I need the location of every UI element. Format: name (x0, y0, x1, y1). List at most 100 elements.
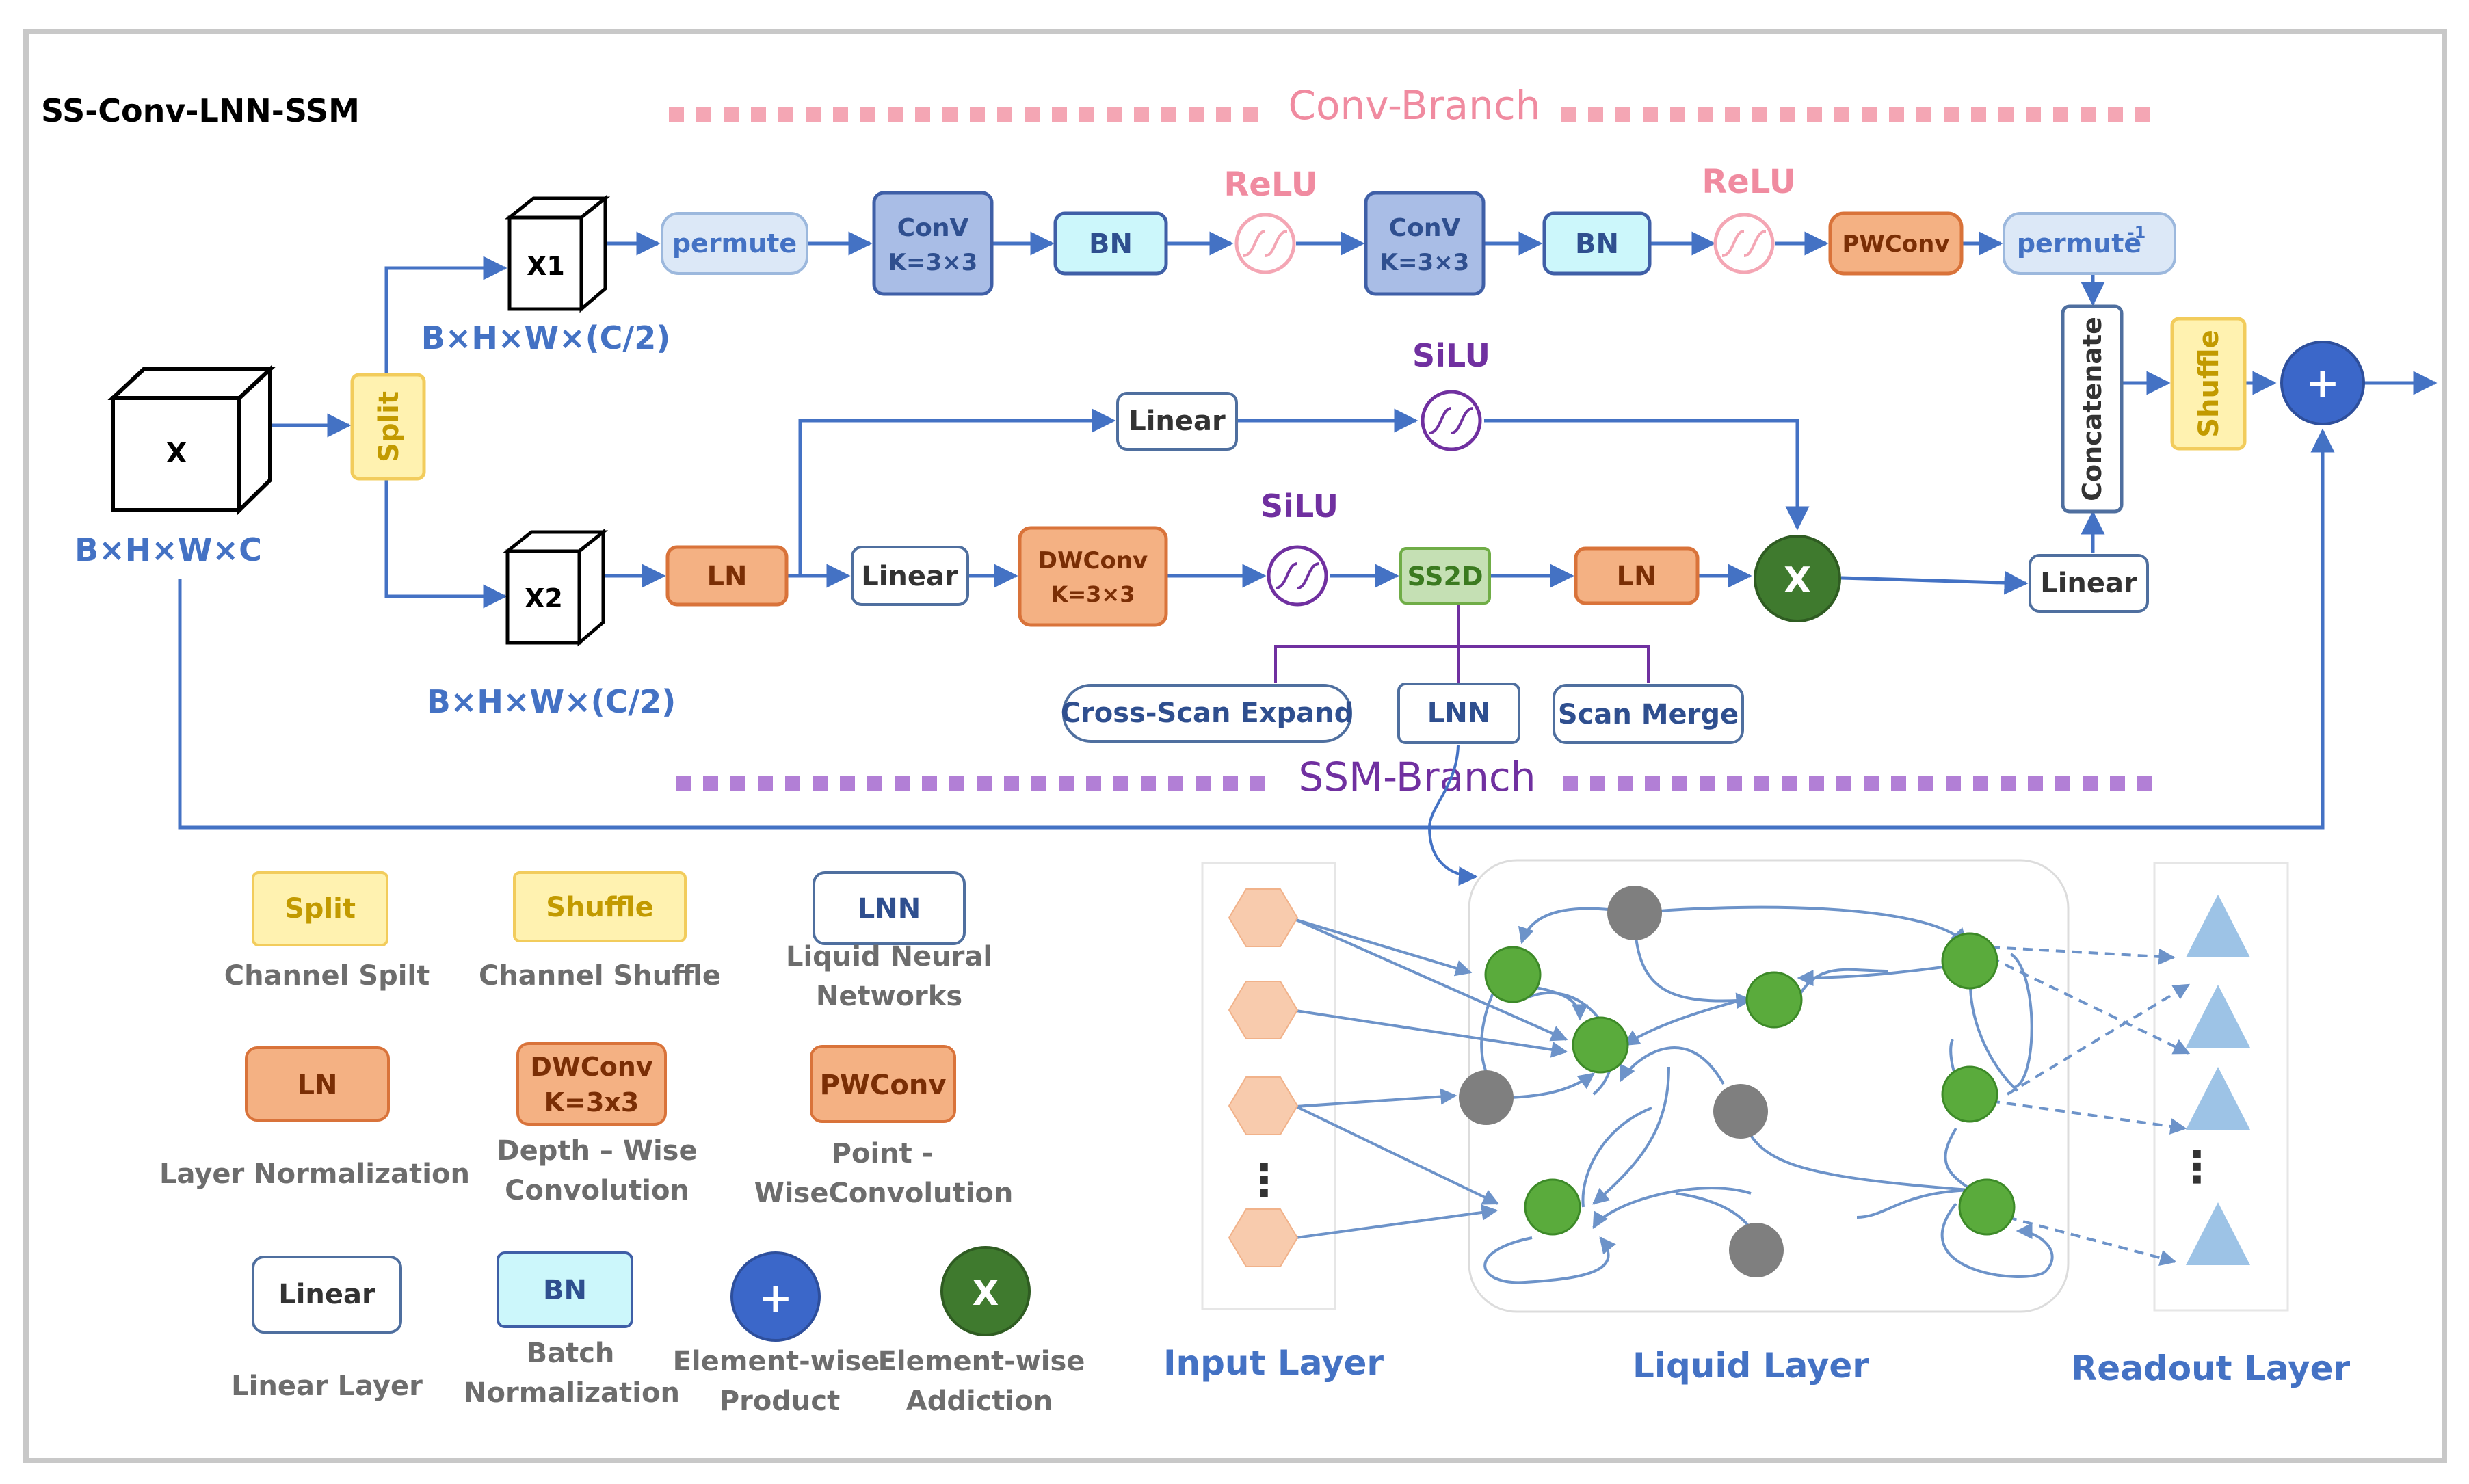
liquid-node-gray-3 (1713, 1084, 1768, 1139)
silu-top-icon (1421, 390, 1482, 451)
svg-text:permute: permute (672, 228, 797, 259)
svg-text:Shuffle: Shuffle (546, 892, 654, 923)
scan-merge-block: Scan Merge (1553, 684, 1744, 744)
ln2-block: LN (1574, 546, 1700, 605)
svg-text:Depth – Wise: Depth – Wise (497, 1135, 697, 1167)
svg-text:Linear: Linear (861, 561, 958, 592)
input-ellipsis: ⋮ (1242, 1156, 1286, 1206)
liquid-node-gray-2 (1459, 1070, 1514, 1125)
liquid-node-green-5 (1941, 1065, 1998, 1123)
svg-text:+: + (758, 1274, 793, 1322)
svg-text:BN: BN (543, 1275, 587, 1306)
svg-text:Scan Merge: Scan Merge (1558, 699, 1739, 730)
x1-dims: B×H×W×(C/2) (421, 319, 671, 356)
svg-text:ReLU: ReLU (1224, 165, 1317, 204)
permute-block: permute (661, 212, 808, 275)
ln1-block: LN (665, 545, 789, 607)
legend-dwconv: DWConv K=3x3 Depth – Wise Convolution (497, 1042, 698, 1206)
svg-text:+: + (2306, 359, 2340, 407)
relu2-icon (1713, 213, 1775, 274)
svg-text:K=3x3: K=3x3 (544, 1087, 639, 1117)
conv2-block: ConV K=3×3 (1364, 191, 1486, 296)
svg-text:DWConv: DWConv (530, 1052, 653, 1082)
svg-text:LNN: LNN (1427, 698, 1490, 729)
svg-text:permute: permute (2017, 228, 2141, 259)
svg-text:Element-wise: Element-wise (673, 1346, 880, 1377)
legend-shuffle: Shuffle Channel Shuffle (479, 871, 721, 992)
concatenate-block: Concatenate (2061, 304, 2124, 514)
svg-text:X: X (973, 1273, 999, 1313)
readout-node-3 (2186, 1067, 2250, 1130)
svg-text:Linear: Linear (2040, 568, 2137, 599)
lnn-to-liquid-arrow (1427, 745, 1478, 886)
svg-text:Normalization: Normalization (464, 1377, 680, 1409)
svg-text:SiLU: SiLU (1260, 488, 1338, 525)
permute-inverse-block: permute -1 (2003, 212, 2176, 275)
legend-lnn: LNN Liquid Neural Networks (786, 871, 992, 1012)
cross-scan-expand-block: Cross-Scan Expand (1061, 684, 1354, 743)
svg-text:LNN: LNN (858, 893, 921, 925)
legend-ln: LN Layer Normalization (159, 1046, 470, 1190)
svg-text:Addiction: Addiction (906, 1386, 1053, 1417)
svg-text:ReLU: ReLU (1702, 163, 1795, 201)
input-node-4 (1228, 1208, 1299, 1267)
silu-mid-activation: SiLU (1260, 488, 1338, 607)
input-node-1 (1228, 888, 1299, 947)
svg-text:Cross-Scan Expand: Cross-Scan Expand (1061, 698, 1354, 729)
diagram-title: SS-Conv-LNN-SSM (41, 92, 360, 129)
x1-label: X1 (527, 251, 565, 281)
dwconv-block: DWConv K=3×3 (1018, 526, 1168, 627)
liquid-node-green-1 (1484, 946, 1542, 1003)
readout-node-4 (2186, 1202, 2250, 1265)
lnn-network: ⋮ ⋮ Input Layer Liquid Layer Readout Lay… (1163, 859, 2351, 1388)
x2-label: X2 (525, 583, 563, 613)
multiply-node: X (1754, 535, 1841, 622)
svg-text:Split: Split (285, 893, 356, 925)
pwconv-block: PWConv (1828, 211, 1964, 276)
ssm-branch-label: SSM-Branch (1298, 754, 1535, 800)
svg-text:ConV: ConV (1389, 214, 1461, 242)
legend-split: Split Channel Spilt (224, 871, 430, 992)
input-layer-label: Input Layer (1163, 1343, 1384, 1383)
readout-layer-panel (2153, 862, 2289, 1312)
svg-text:Concatenate: Concatenate (2077, 317, 2107, 501)
x2-cube: X2 (502, 528, 609, 647)
bn1-block: BN (1053, 211, 1168, 276)
svg-text:LN: LN (1617, 561, 1657, 592)
svg-text:ConV: ConV (897, 214, 969, 242)
svg-text:Convolution: Convolution (505, 1175, 689, 1206)
svg-text:K=3×3: K=3×3 (1380, 249, 1470, 276)
svg-text:PWConv: PWConv (1842, 230, 1949, 258)
svg-text:BN: BN (1575, 228, 1619, 260)
conv-branch-label: Conv-Branch (1289, 82, 1541, 129)
legend-mult: X Element-wise Addiction (878, 1246, 1085, 1417)
ss2d-block: SS2D (1399, 547, 1491, 605)
silu-mid-icon (1267, 545, 1328, 607)
add-node: + (2280, 341, 2365, 425)
liquid-node-green-4 (1941, 932, 1998, 990)
input-x-cube: X (107, 365, 276, 516)
liquid-node-gray-1 (1607, 886, 1662, 940)
relu1-icon (1234, 213, 1296, 274)
relu1-activation: ReLU (1224, 165, 1318, 274)
readout-ellipsis: ⋮ (2175, 1142, 2219, 1193)
legend-bn: BN Batch Normalization (464, 1251, 680, 1409)
svg-text:Channel Spilt: Channel Spilt (224, 960, 430, 992)
svg-text:Shuffle: Shuffle (2193, 330, 2225, 438)
legend-pwconv: PWConv Point - WiseConvolution (754, 1045, 1014, 1209)
svg-text:WiseConvolution: WiseConvolution (754, 1178, 1014, 1209)
relu2-activation: ReLU (1702, 163, 1796, 274)
svg-text:Linear Layer: Linear Layer (231, 1370, 423, 1402)
split-label: Split (373, 391, 405, 462)
liquid-node-gray-4 (1729, 1223, 1784, 1277)
svg-text:Element-wise: Element-wise (878, 1346, 1085, 1377)
svg-text:Layer Normalization: Layer Normalization (159, 1158, 470, 1190)
ss2d-sub-connectors (1274, 600, 1650, 684)
svg-text:LN: LN (298, 1070, 338, 1101)
svg-text:K=3×3: K=3×3 (888, 249, 978, 276)
svg-text:SiLU: SiLU (1412, 337, 1490, 374)
readout-node-2 (2186, 985, 2250, 1048)
silu-top-activation: SiLU (1412, 337, 1490, 451)
legend: Split Channel Spilt Shuffle Channel Shuf… (159, 871, 1085, 1417)
